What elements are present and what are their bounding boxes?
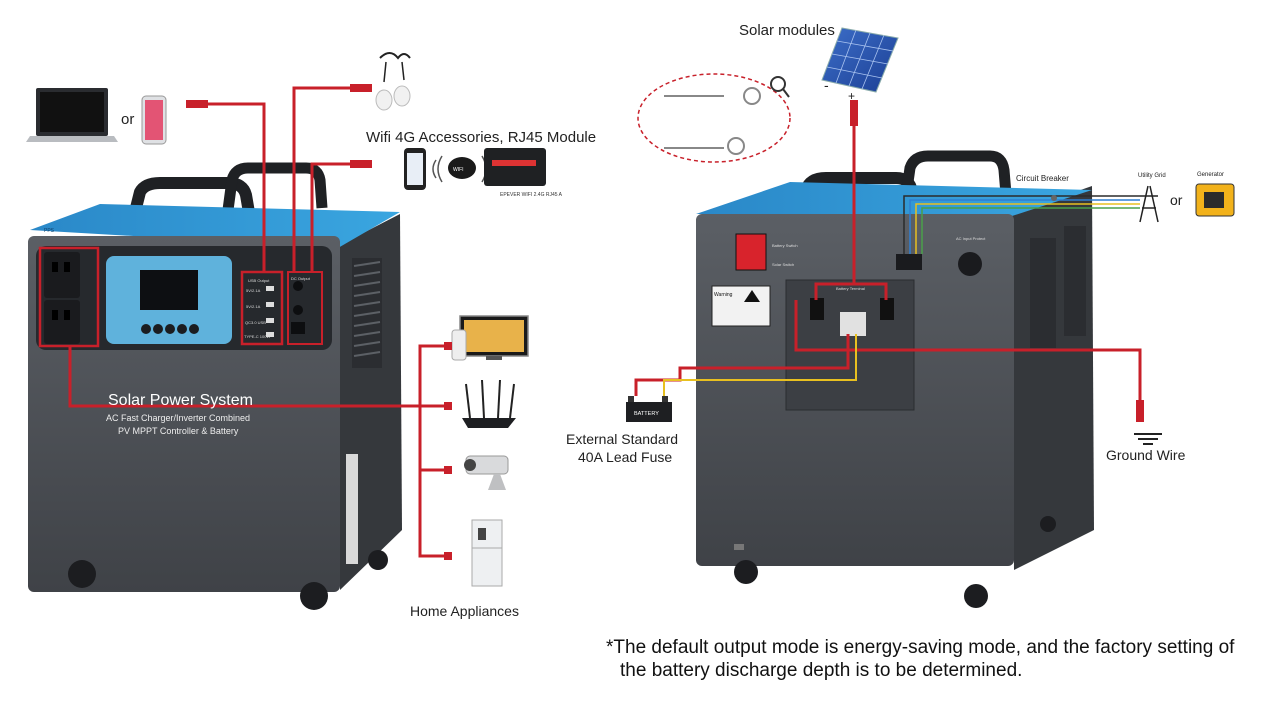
- solar-switch-label: Solar Switch: [772, 262, 794, 267]
- fuse-label-line2: 40A Lead Fuse: [578, 449, 672, 465]
- ac-input-plug: [896, 254, 922, 270]
- solar-connector-neg: [810, 298, 824, 320]
- footnote-line-1: *The default output mode is energy-savin…: [606, 637, 1235, 658]
- dc-port-1: [293, 281, 303, 291]
- circuit-breaker-label: Circuit Breaker: [1016, 174, 1069, 183]
- rear-wheel-left: [734, 560, 758, 584]
- ac-socket-top: [44, 252, 80, 298]
- usb-output-box: [240, 270, 284, 346]
- epever-caption: EPEVER WIFI 2.4G RJ45 A: [500, 192, 563, 198]
- front-wheel-left: [68, 560, 96, 588]
- solar-panel-image: [821, 27, 899, 93]
- mc4-connectors: [664, 87, 761, 155]
- front-unit-subtitle-1: AC Fast Charger/Inverter Combined: [106, 413, 250, 423]
- usb-row-4: TYPE-C 100W: [244, 334, 270, 339]
- wifi-accessories-label: Wifi 4G Accessories, RJ45 Module: [366, 129, 596, 146]
- ground-icon: [1134, 433, 1162, 445]
- rj45-port: [291, 322, 305, 334]
- tv-image: [451, 315, 529, 361]
- terminal-block: [840, 312, 866, 336]
- battery-image: [626, 396, 672, 422]
- or-label-devices: or: [121, 111, 134, 128]
- or-label-generator: or: [1170, 192, 1183, 208]
- lcd-screen: [140, 270, 198, 310]
- router-image: [462, 379, 516, 428]
- laptop-image: [26, 88, 118, 142]
- terminal-label: Battery Terminal: [836, 286, 865, 291]
- front-unit: [28, 162, 402, 610]
- fridge-image: [471, 519, 503, 587]
- wifi-badge-text: WIFI: [453, 167, 464, 173]
- footnote-line-2: the battery discharge depth is to be det…: [620, 660, 1023, 681]
- battery-switch-label: Battery Switch: [772, 243, 798, 248]
- warning-text: Warning: [714, 292, 733, 298]
- front-wires: [68, 86, 446, 558]
- generator-label: Generator: [1197, 172, 1224, 178]
- dc-port-2: [293, 305, 303, 315]
- dc-header: DC Output: [291, 276, 311, 281]
- usb-row-3: QC3.0 USB: [245, 320, 266, 325]
- phone-image: [141, 95, 167, 145]
- home-appliances-label: Home Appliances: [410, 603, 519, 619]
- front-handle-left: [124, 177, 258, 234]
- fuse-label-line1: External Standard: [566, 431, 678, 447]
- rear-unit: [696, 150, 1094, 608]
- battery-label: BATTERY: [634, 411, 659, 417]
- rear-vents: [1030, 226, 1086, 348]
- spec-label: [346, 454, 358, 564]
- neutral-wire: [663, 334, 857, 396]
- usb-row-2: 5V/2.1A: [246, 304, 261, 309]
- generator-image: [1195, 183, 1235, 217]
- usb-header: USB Output: [248, 278, 270, 283]
- ground-wire-label: Ground Wire: [1106, 447, 1186, 463]
- ac-socket-bottom: [44, 300, 80, 344]
- connector-callout: [637, 73, 791, 163]
- utility-grid-label: Utility Grid: [1138, 173, 1166, 179]
- usb-row-1: 5V/2.1A: [246, 288, 261, 293]
- rear-handle-back: [900, 150, 1012, 197]
- front-wheel-right: [300, 582, 328, 610]
- ac-input-port: [958, 252, 982, 276]
- front-plugs: [186, 84, 452, 560]
- ac-wires: [903, 195, 1140, 254]
- dc-output-box: [287, 271, 323, 345]
- front-vent-lines: [353, 261, 381, 357]
- panel-buttons: [141, 324, 199, 334]
- solar-connector-pos: [880, 298, 894, 320]
- front-unit-title: Solar Power System: [108, 392, 253, 409]
- front-wheel-back: [368, 550, 388, 570]
- utility-tower-icon: [1139, 185, 1159, 223]
- bulb-image: [375, 52, 411, 111]
- wifi-phone-image: [404, 148, 426, 190]
- terminal-panel: [785, 279, 915, 411]
- rear-wheel-right: [964, 584, 988, 608]
- solar-minus-label: -: [824, 77, 829, 93]
- wifi-module-image: [484, 148, 546, 186]
- ac-input-label: AC Input Protect: [956, 236, 986, 241]
- camera-image: [464, 455, 509, 490]
- front-unit-subtitle-2: PV MPPT Controller & Battery: [118, 426, 239, 436]
- rear-wires: [634, 104, 1142, 400]
- solar-modules-label: Solar modules: [739, 22, 835, 39]
- front-handle-right: [222, 162, 328, 211]
- rear-plugs: [850, 100, 1144, 422]
- battery-switch: [735, 233, 767, 271]
- warning-label: [711, 285, 771, 327]
- footnote: *The default output mode is energy-savin…: [606, 636, 1266, 682]
- solar-plus-label: +: [848, 89, 855, 103]
- magnifier-icon: [770, 76, 790, 98]
- front-brand: PPS: [44, 228, 55, 234]
- rear-wheel-back: [1040, 516, 1056, 532]
